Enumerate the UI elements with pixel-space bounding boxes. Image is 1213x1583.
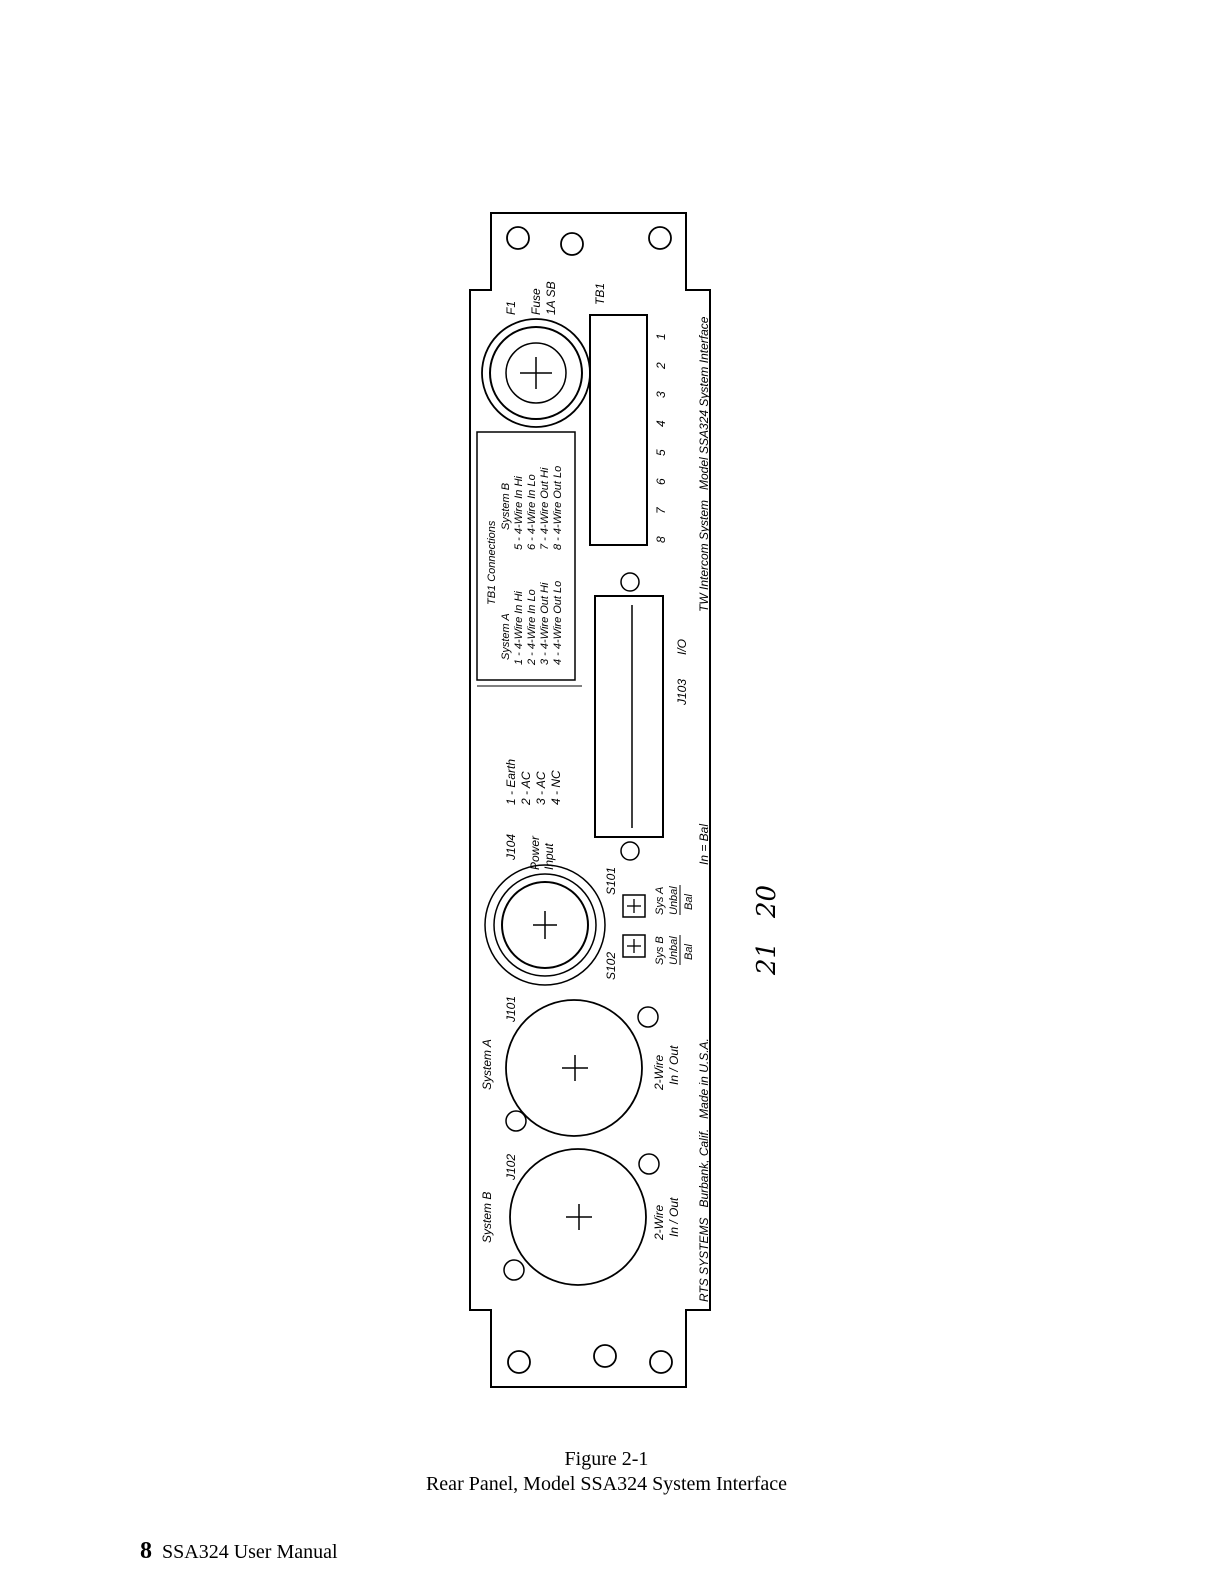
j101-screw-hole xyxy=(637,1006,659,1028)
s101-unbal-label: Unbal xyxy=(668,886,680,915)
model-line: TW Intercom System Model SSA324 System I… xyxy=(697,316,711,612)
tb1-system-a-header: System A xyxy=(500,613,512,660)
power-pin: 2 - AC xyxy=(519,771,533,806)
tb1-system-a-line: 3 - 4-Wire Out Hi xyxy=(539,582,551,665)
power-pin: 4 - NC xyxy=(549,770,563,805)
j102-ref: J102 xyxy=(504,1154,518,1181)
j101-system-label: System A xyxy=(480,1039,494,1090)
power-pin: 3 - AC xyxy=(534,771,548,805)
tb1-connections-box xyxy=(476,431,576,681)
terminal-number: 2 xyxy=(654,362,668,370)
tb1-terminal-strip xyxy=(589,314,648,546)
fuse-ref: F1 xyxy=(504,301,518,315)
j104-input-label: Input xyxy=(542,843,556,870)
page-footer: 8 SSA324 User Manual xyxy=(140,1538,338,1565)
j101-xlr-connector-icon xyxy=(505,999,643,1137)
tb1-connections-title: TB1 Connections xyxy=(486,520,498,605)
tb1-system-a-line: 2 - 4-Wire In Lo xyxy=(526,589,538,666)
s101-bal-label: Bal xyxy=(683,894,695,910)
tb1-system-a-line: 1 - 4-Wire In Hi xyxy=(513,591,525,665)
j102-xlr-connector-icon xyxy=(509,1148,647,1286)
terminal-number: 3 xyxy=(654,391,668,398)
tb1-system-b-header: System B xyxy=(500,483,512,530)
j102-wire-label: 2-Wire xyxy=(652,1204,666,1241)
tb1-system-b-line: 8 - 4-Wire Out Lo xyxy=(552,466,564,550)
terminal-number: 8 xyxy=(654,536,668,543)
j101-ref: J101 xyxy=(504,996,518,1023)
tb1-system-b-line: 6 - 4-Wire In Lo xyxy=(526,474,538,550)
manufacturer-line: RTS SYSTEMS Burbank, Calif. Made in U.S.… xyxy=(697,1038,711,1302)
handwritten-number: 21 xyxy=(752,942,782,976)
page-number: 8 xyxy=(140,1538,152,1564)
handwritten-number: 20 xyxy=(752,885,782,919)
j102-inout-label: In / Out xyxy=(667,1197,681,1237)
tb1-label: TB1 xyxy=(593,283,607,305)
tb1-system-b-line: 7 - 4-Wire Out Hi xyxy=(539,467,551,550)
manual-title: SSA324 User Manual xyxy=(162,1541,338,1563)
s101-sys-label: Sys A xyxy=(654,887,666,915)
j103-screw-hole xyxy=(620,841,640,861)
terminal-number: 1 xyxy=(654,333,668,340)
fuse-holder-icon xyxy=(481,318,591,428)
power-pin: 1 - Earth xyxy=(504,759,518,805)
s101-ref: S101 xyxy=(604,867,618,895)
j102-screw-hole xyxy=(503,1259,525,1281)
s102-sys-label: Sys B xyxy=(654,936,666,965)
j104-ref: J104 xyxy=(504,834,518,861)
terminal-number: 7 xyxy=(654,506,668,514)
j103-label: I/O xyxy=(675,639,689,655)
tb1-system-b-line: 5 - 4-Wire In Hi xyxy=(513,476,525,550)
terminal-number: 4 xyxy=(654,420,668,427)
s101-switch-icon xyxy=(622,894,646,918)
j101-wire-label: 2-Wire xyxy=(652,1054,666,1091)
j101-inout-label: In / Out xyxy=(667,1045,681,1085)
tb1-system-a-line: 4 - 4-Wire Out Lo xyxy=(552,581,564,665)
s102-unbal-label: Unbal xyxy=(668,936,680,965)
s102-switch-icon xyxy=(622,934,646,958)
j104-power-label: Power xyxy=(528,835,542,870)
s102-ref: S102 xyxy=(604,952,618,980)
j101-screw-hole xyxy=(505,1110,527,1132)
j103-screw-hole xyxy=(620,572,640,592)
terminal-number: 6 xyxy=(654,478,668,485)
j102-screw-hole xyxy=(638,1153,660,1175)
terminal-number: 5 xyxy=(654,449,668,456)
power-input-connector-icon xyxy=(484,864,606,986)
figure-number: Figure 2-1 xyxy=(564,1448,649,1470)
figure-title: Rear Panel, Model SSA324 System Interfac… xyxy=(425,1473,788,1495)
fuse-label: Fuse xyxy=(529,288,543,315)
mounting-holes xyxy=(506,226,673,1374)
j102-system-label: System B xyxy=(480,1192,494,1243)
panel-outline xyxy=(469,212,711,1388)
fuse-rating: 1A SB xyxy=(544,281,558,315)
in-bal-note: In = Bal xyxy=(697,824,711,865)
j103-ref: J103 xyxy=(675,679,689,706)
j103-connector xyxy=(594,595,664,838)
s102-bal-label: Bal xyxy=(683,944,695,960)
